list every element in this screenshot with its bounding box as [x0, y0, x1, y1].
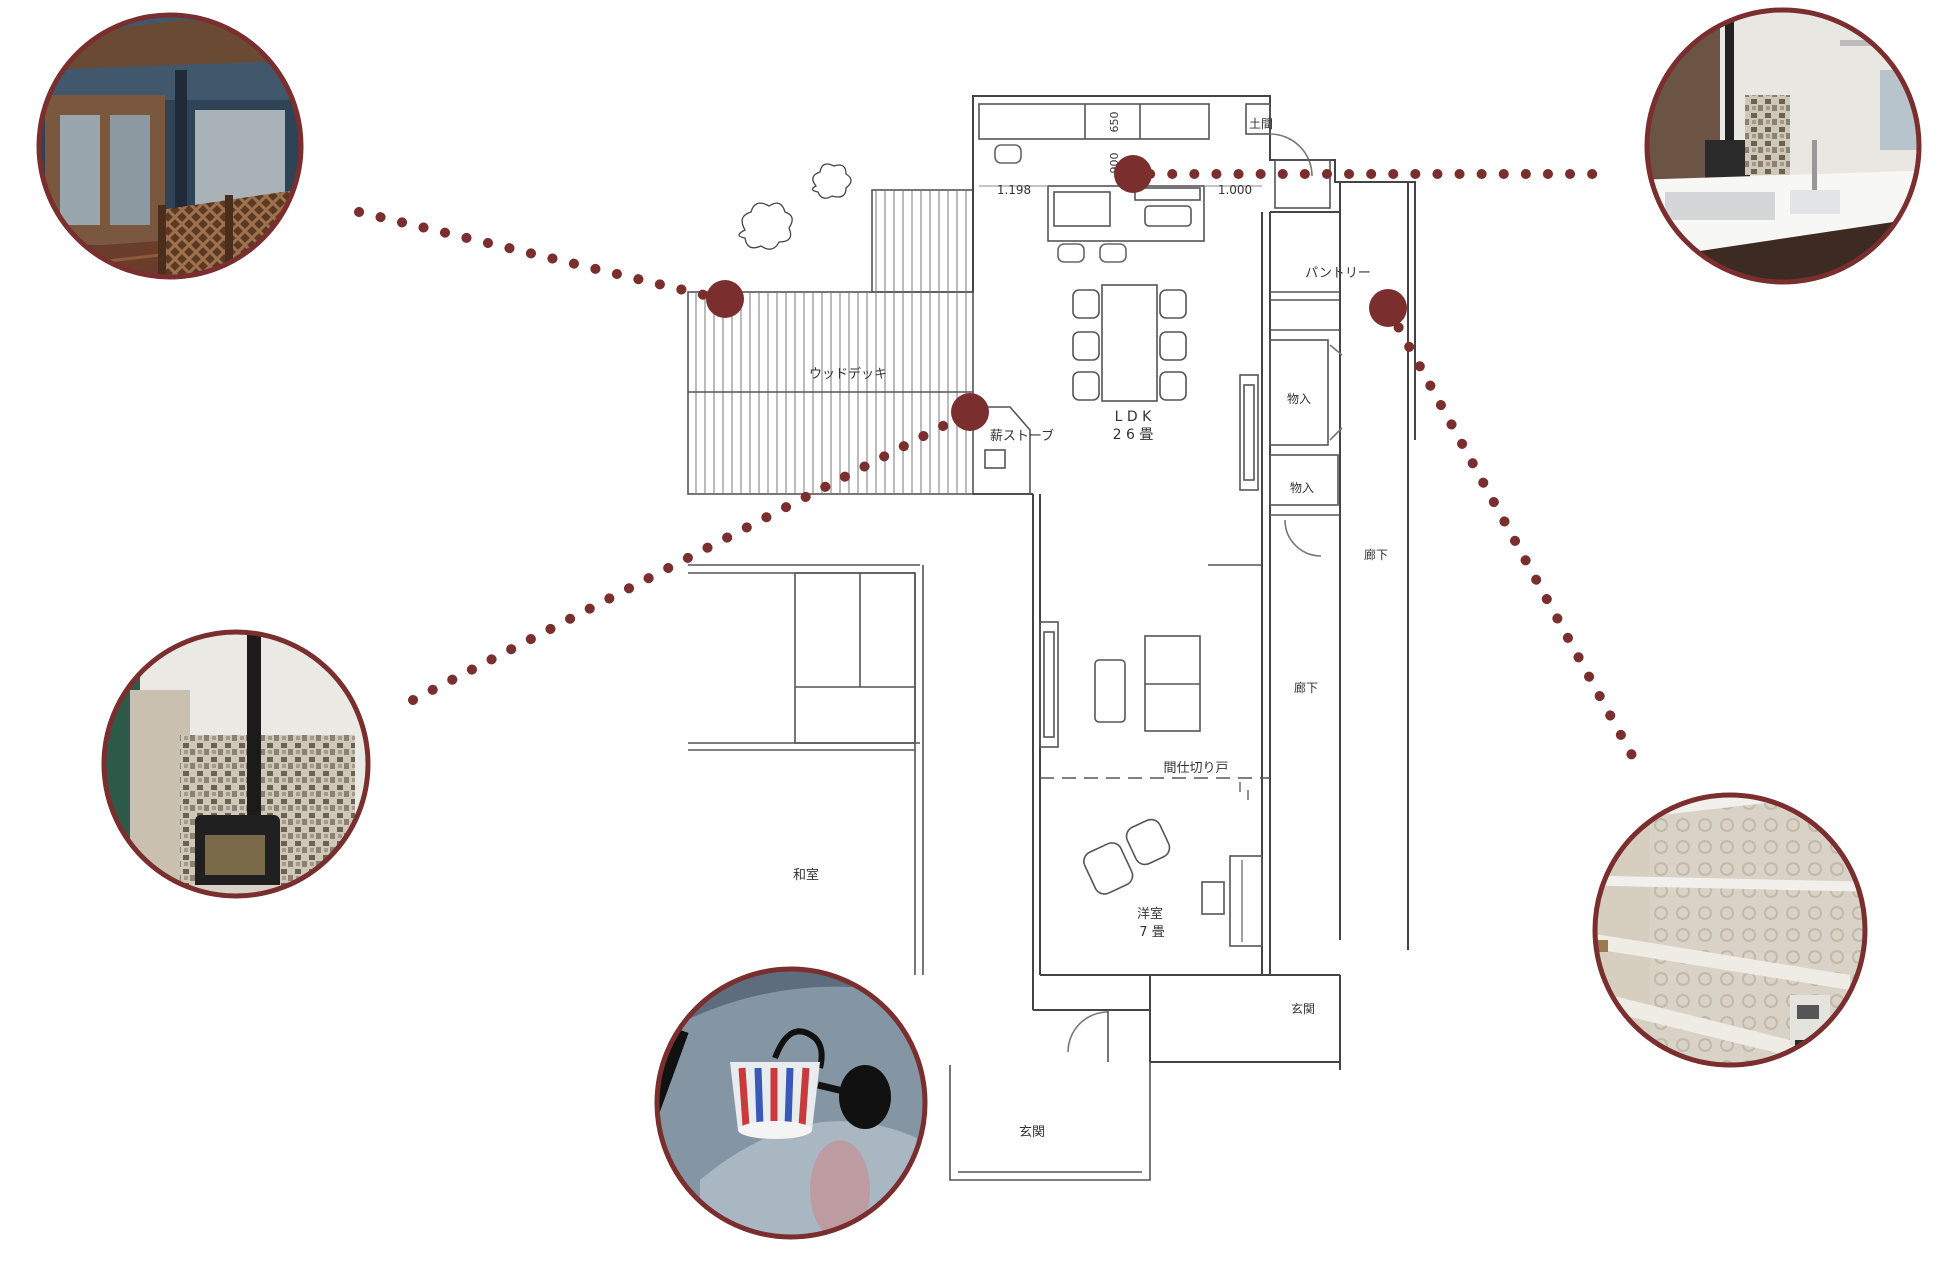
marker-wood-stove [951, 393, 989, 431]
wood-deck-photo [36, 12, 304, 280]
label-ldk-line2: 2 6 畳 [1113, 427, 1154, 443]
dimension-counter-depth: 650 [1108, 112, 1121, 133]
sofa [1094, 635, 1201, 732]
label-western-room-line2: 7 畳 [1139, 925, 1164, 940]
label-japanese-room: 和室 [793, 867, 819, 883]
marker-wood-deck [706, 280, 744, 318]
label-pantry: パントリー [1305, 266, 1371, 281]
floor-plan [687, 95, 1416, 1181]
dimension-right-width: 1.000 [1218, 183, 1252, 197]
label-partition-door: 間仕切り戸 [1163, 761, 1228, 776]
label-ldk-line1: L D K [1115, 409, 1152, 425]
pantry-storage [1269, 291, 1343, 557]
kitchen-counter [978, 103, 1331, 209]
marker-kitchen [1114, 155, 1152, 193]
label-wood-stove: 薪ストーブ [990, 428, 1054, 444]
wood-deck [687, 189, 974, 495]
dining-table [1072, 284, 1187, 402]
label-western-room-line1: 洋室 [1137, 906, 1163, 922]
floor-plan-labels: ウッドデッキ L D K 2 6 畳 パントリー 物入 物入 廊下 廊下 間仕切… [793, 112, 1388, 1141]
marker-pantry [1369, 289, 1407, 327]
label-hallway-center: 廊下 [1294, 680, 1318, 695]
japanese-room [688, 564, 924, 975]
wood-stove-photo [101, 629, 371, 899]
tv-cabinet [1039, 374, 1259, 748]
outer-walls [972, 95, 1416, 1070]
label-hallway-right: 廊下 [1364, 547, 1388, 562]
label-storage-upper: 物入 [1287, 392, 1311, 406]
label-storage-lower: 物入 [1290, 481, 1314, 495]
kitchen-photo [1644, 7, 1922, 285]
wall-lamp-photo [654, 966, 928, 1240]
pantry-photo [1592, 792, 1868, 1068]
callout-connectors [354, 155, 1645, 775]
label-wood-deck: ウッドデッキ [809, 366, 887, 382]
dimension-left-width: 1.198 [997, 183, 1031, 197]
stools [994, 144, 1127, 263]
kitchen-island [1047, 185, 1205, 242]
wood-stove-area [975, 406, 1031, 495]
entrance [949, 1010, 1151, 1181]
label-earthen-floor: 土間 [1249, 117, 1273, 131]
label-entrance-small: 玄関 [1291, 1001, 1315, 1016]
label-entrance-main: 玄関 [1019, 1125, 1045, 1140]
partition-door-line [1040, 564, 1270, 800]
tree-icon [738, 163, 852, 250]
western-room-furniture [1083, 818, 1263, 947]
